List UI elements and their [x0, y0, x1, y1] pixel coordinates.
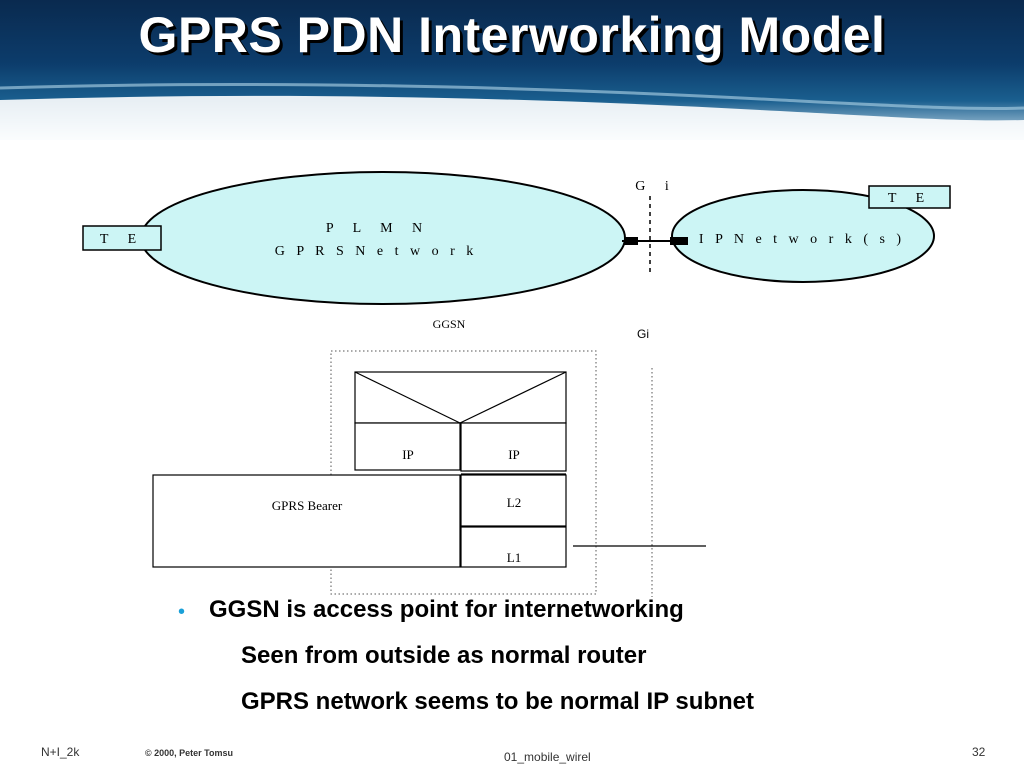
l1-label: L1: [507, 550, 521, 565]
gprs-bearer-label: GPRS Bearer: [272, 498, 343, 513]
gprs-network-label: G P R S N e t w o r k: [275, 244, 478, 259]
gprs-bearer-box: [152, 474, 461, 568]
plmn-gprs-network-cloud: [140, 171, 626, 305]
ip-left-box: [354, 422, 461, 471]
relay-line-right: [459, 371, 567, 424]
te-right-box: [868, 185, 951, 209]
te-left-label: T E: [100, 232, 144, 247]
l2-box: [460, 474, 567, 527]
ip-right-box: [460, 422, 567, 472]
relay-box: [354, 371, 567, 424]
ggsn-label: GGSN: [433, 317, 466, 331]
te-left-box: [82, 225, 162, 251]
title-banner: GPRS PDN Interworking Model: [0, 0, 1024, 140]
ip-right-label: IP: [508, 447, 520, 462]
relay-line-left: [354, 371, 461, 424]
ip-left-label: IP: [402, 447, 414, 462]
te-right-label: T E: [888, 191, 932, 206]
gi-left-connector: [624, 237, 638, 245]
plmn-label: P L M N: [326, 221, 430, 236]
slide-title: GPRS PDN Interworking Model: [138, 7, 886, 63]
gi-right-connector: [670, 237, 688, 245]
gi-bottom-label: Gi: [637, 327, 649, 341]
ggsn-boundary: [330, 350, 597, 595]
ip-networks-label: I P N e t w o r k ( s ): [699, 232, 905, 247]
gi-top-label: G i: [635, 179, 677, 194]
l1-box: [460, 526, 567, 568]
l2-label: L2: [507, 495, 521, 510]
banner-wave-graphic: [0, 82, 1024, 140]
ip-networks-cloud: [671, 189, 935, 283]
